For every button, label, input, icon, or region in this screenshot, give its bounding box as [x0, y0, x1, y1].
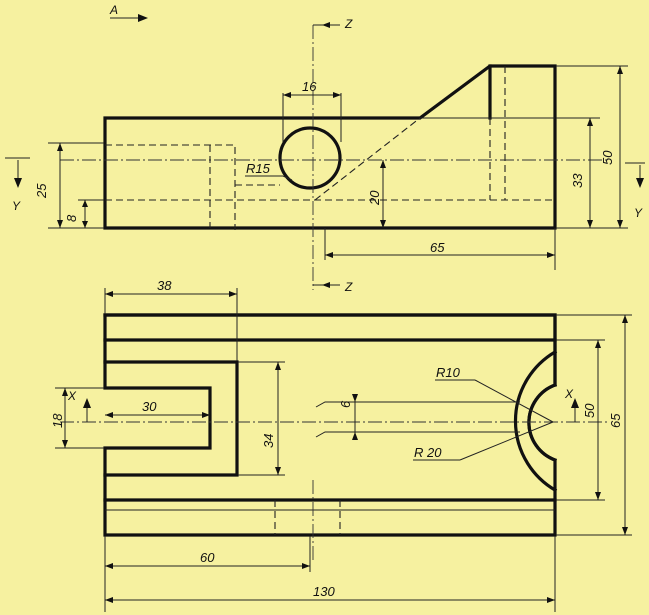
- dim-hole-radius: R15: [246, 161, 271, 176]
- large-arc-r20: [513, 349, 558, 493]
- dim-hole-diameter: 16: [302, 79, 317, 94]
- dim-slot-depth: 30: [142, 399, 157, 414]
- top-view-outline: [103, 313, 557, 537]
- dim-right-total: 50: [600, 150, 615, 165]
- dim-top-right-total: 65: [608, 413, 623, 428]
- dim-center-height: 20: [367, 190, 382, 206]
- section-z-bottom: Z: [344, 280, 353, 294]
- dim-slot-height: 18: [50, 413, 65, 428]
- dim-height-left: 25: [34, 183, 49, 199]
- section-y-left: Y: [12, 199, 21, 213]
- dim-offset-60: 60: [200, 550, 215, 565]
- section-x-left: X: [67, 389, 77, 403]
- section-x-right: X: [564, 387, 574, 401]
- dim-slot-width: 38: [157, 278, 172, 293]
- dim-right-offset: 65: [430, 240, 445, 255]
- hole-circle: [278, 126, 342, 190]
- view-direction-a: A: [109, 3, 148, 22]
- dim-slot-gap: 6: [338, 400, 353, 408]
- top-view: 6 38 18 X X 30 34: [50, 278, 632, 612]
- section-z-top: Z: [344, 17, 353, 31]
- dim-overall-length: 130: [313, 584, 335, 599]
- front-view-outline: [103, 64, 557, 230]
- dim-right-inner: 33: [570, 173, 585, 188]
- dim-base-offset: 8: [64, 214, 79, 222]
- section-y-right: Y: [634, 206, 643, 220]
- dim-top-right-inner: 50: [582, 403, 597, 418]
- view-a-label: A: [109, 3, 118, 17]
- front-view: 16 R15 25 8 20 33 50: [5, 17, 645, 294]
- dim-arc-small: R10: [436, 365, 461, 380]
- dim-arc-large: R 20: [414, 445, 442, 460]
- dim-slot-span: 34: [261, 434, 276, 448]
